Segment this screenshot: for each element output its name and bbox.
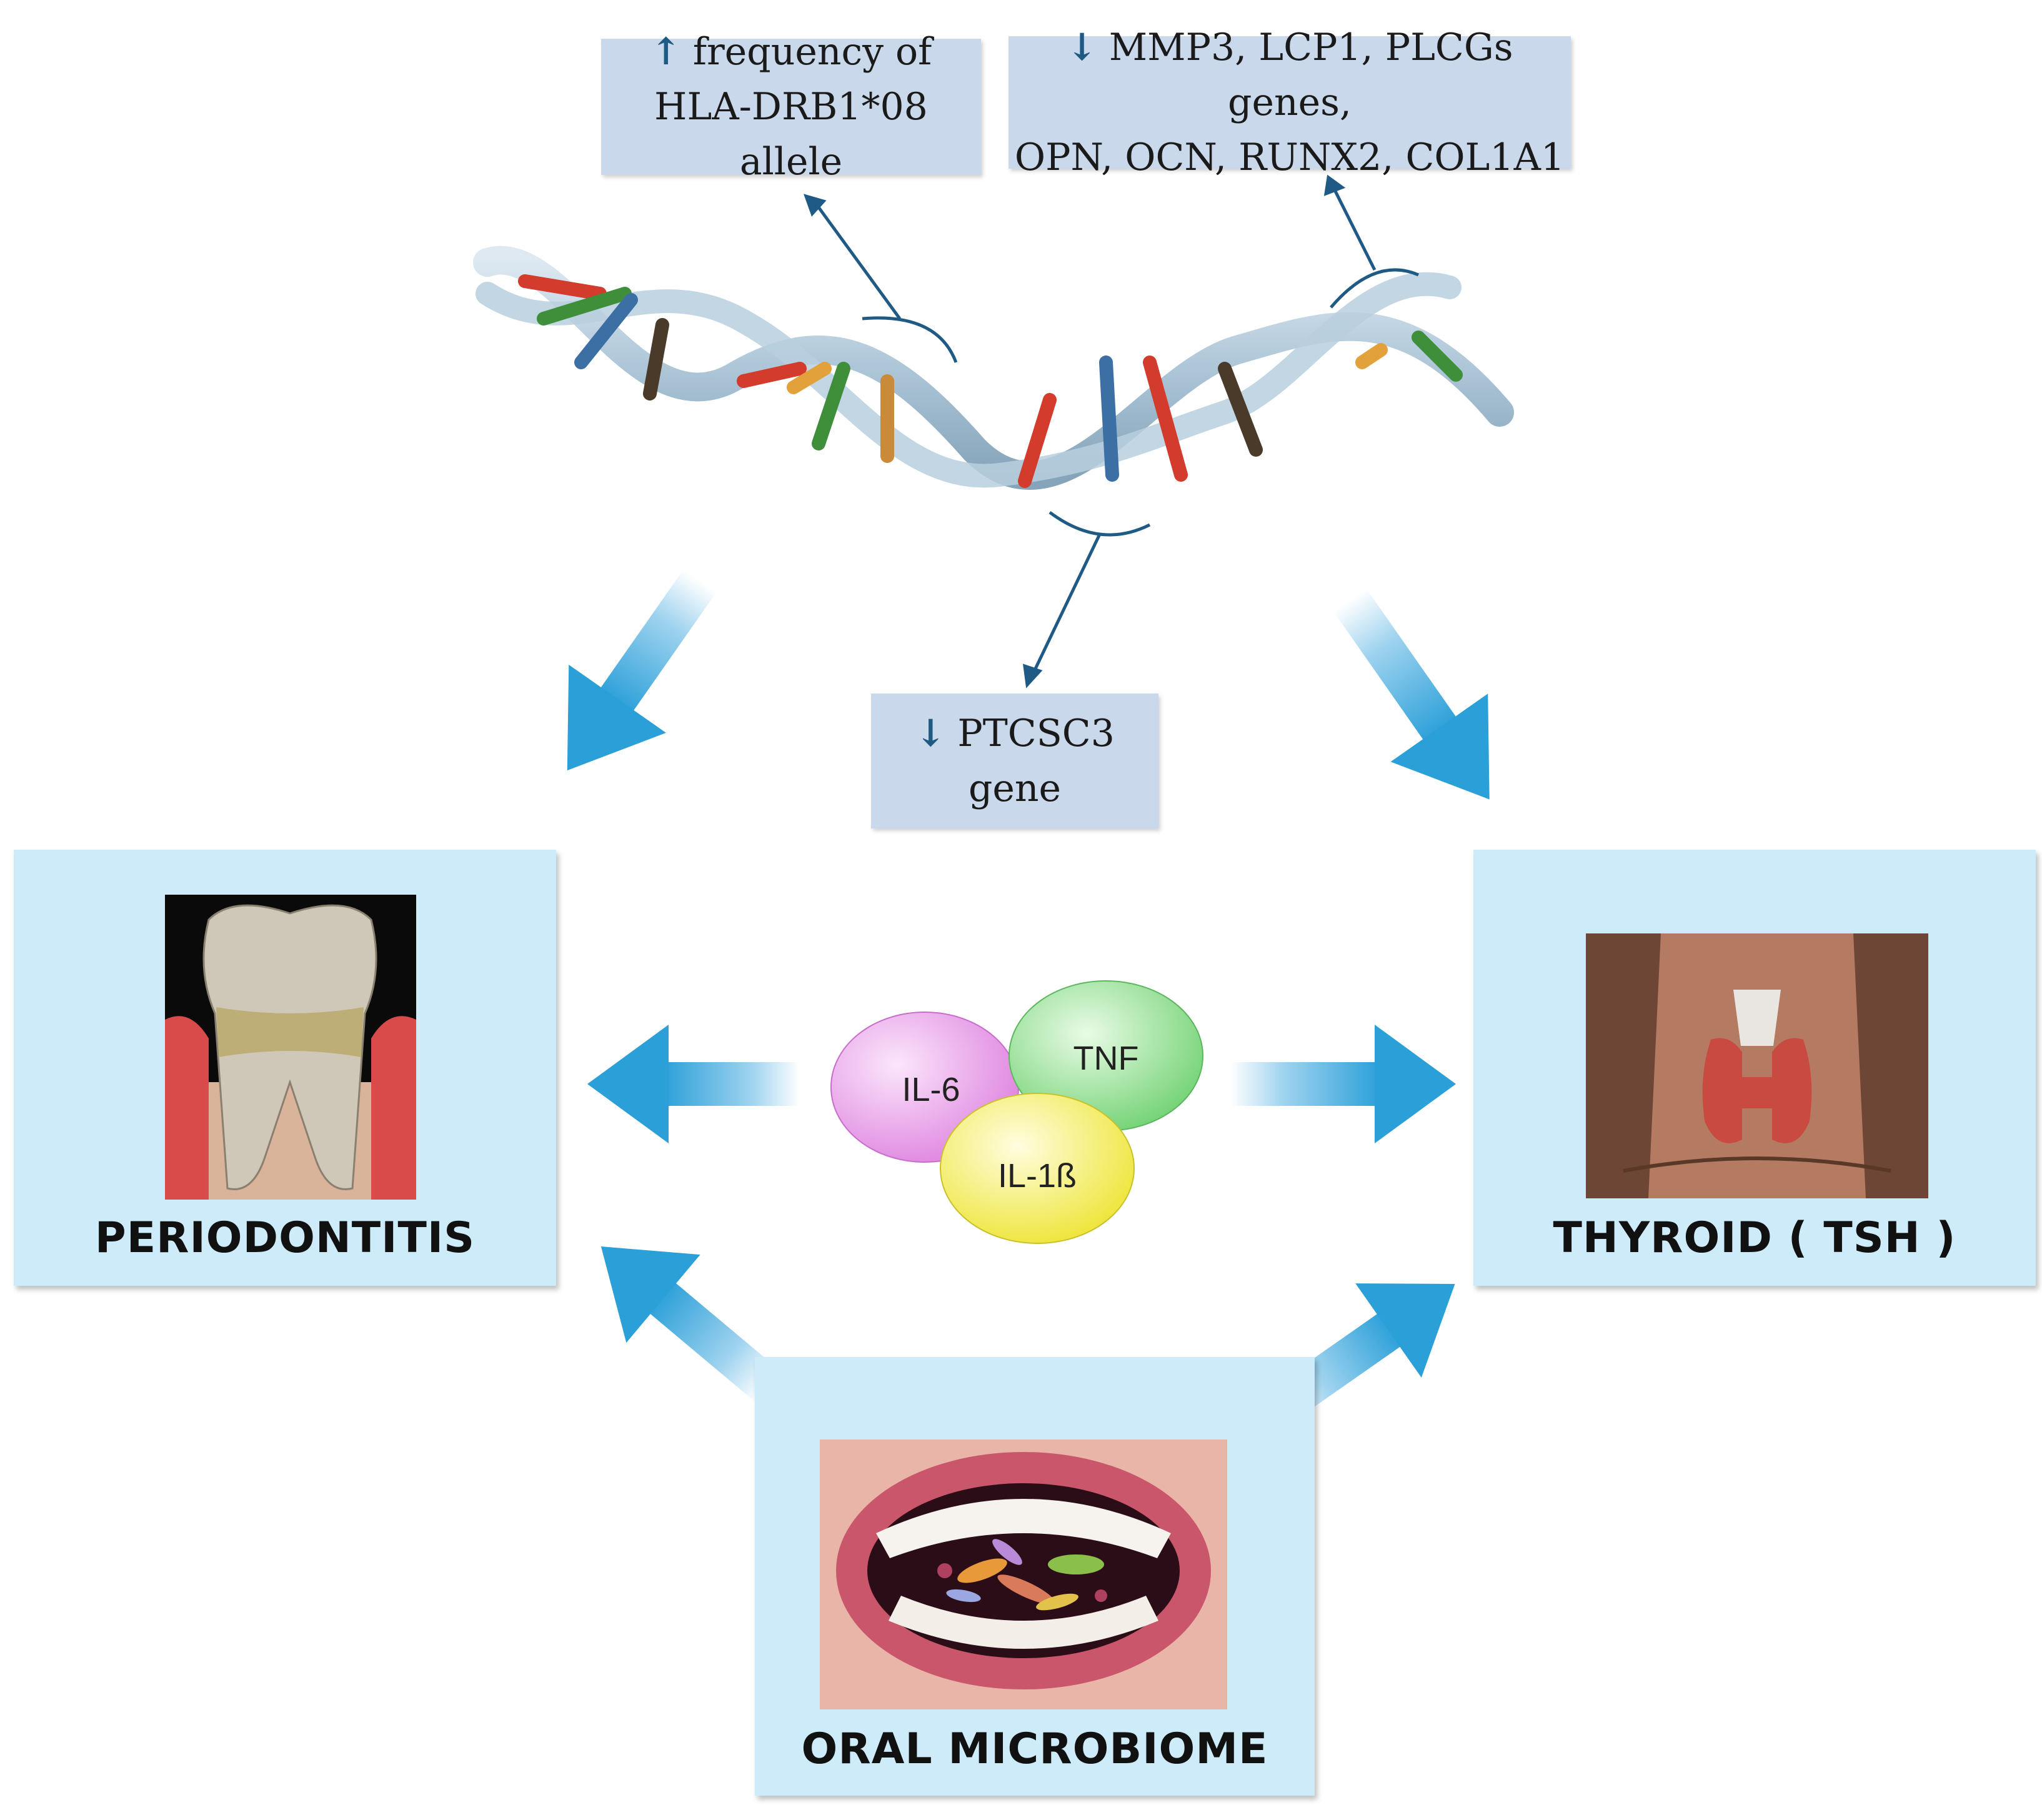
arrow-cytokines-to-periodontitis bbox=[587, 1025, 800, 1143]
connector-hla bbox=[804, 194, 958, 363]
tnf-label: TNF bbox=[1073, 1040, 1139, 1077]
connector-ptcsc bbox=[1022, 510, 1151, 689]
arrow-microbiome-to-periodontitis bbox=[600, 1246, 782, 1403]
arrow-dna-to-periodontitis bbox=[567, 569, 717, 771]
arrow-cytokines-to-thyroid bbox=[1231, 1025, 1456, 1143]
periodontitis-title: PERIODONTITIS bbox=[94, 1213, 476, 1263]
hla-line1: frequency of bbox=[692, 30, 932, 74]
ptcsc-gene-box: ↓PTCSC3 gene bbox=[871, 694, 1158, 828]
tooth-illustration bbox=[165, 895, 416, 1200]
thyroid-title: THYROID ( TSH ) bbox=[1553, 1213, 1956, 1263]
mmp-line2: OPN, OCN, RUNX2, COL1A1 bbox=[1014, 136, 1565, 179]
open-mouth-photo bbox=[820, 1440, 1227, 1709]
periodontitis-panel: PERIODONTITIS bbox=[14, 850, 556, 1286]
microbiome-title: ORAL MICROBIOME bbox=[801, 1724, 1268, 1774]
down-arrow-icon: ↓ bbox=[1066, 26, 1098, 69]
il6-label: IL-6 bbox=[902, 1071, 960, 1108]
il1b-label: IL-1ß bbox=[998, 1157, 1077, 1195]
ptcsc-line2: gene bbox=[968, 767, 1062, 810]
cytokine-cluster: IL-6 TNF IL-1ß bbox=[830, 980, 1203, 1244]
mmp-gene-box: ↓MMP3, LCP1, PLCGs genes, OPN, OCN, RUNX… bbox=[1009, 26, 1571, 179]
hla-line2: HLA-DRB1*08 allele bbox=[654, 85, 928, 184]
tooth-icon bbox=[165, 904, 416, 1200]
thyroid-icon bbox=[1586, 933, 1928, 1198]
arrow-dna-to-thyroid bbox=[1333, 588, 1490, 800]
microbiome-panel: ORAL MICROBIOME bbox=[755, 1357, 1315, 1796]
connector-mmp bbox=[1323, 174, 1419, 309]
up-arrow-icon: ↑ bbox=[650, 30, 682, 74]
ptcsc-line1: PTCSC3 bbox=[957, 712, 1115, 755]
mmp-line1: MMP3, LCP1, PLCGs genes, bbox=[1108, 26, 1513, 124]
hla-gene-box: ↑frequency of HLA-DRB1*08 allele bbox=[601, 30, 981, 184]
il1b-bubble bbox=[940, 1093, 1135, 1244]
neck-thyroid-photo bbox=[1586, 933, 1928, 1198]
mouth-bacteria-icon bbox=[820, 1440, 1227, 1709]
dna-helix bbox=[473, 246, 1514, 490]
down-arrow-icon: ↓ bbox=[915, 712, 947, 755]
thyroid-panel: THYROID ( TSH ) bbox=[1473, 850, 2036, 1286]
